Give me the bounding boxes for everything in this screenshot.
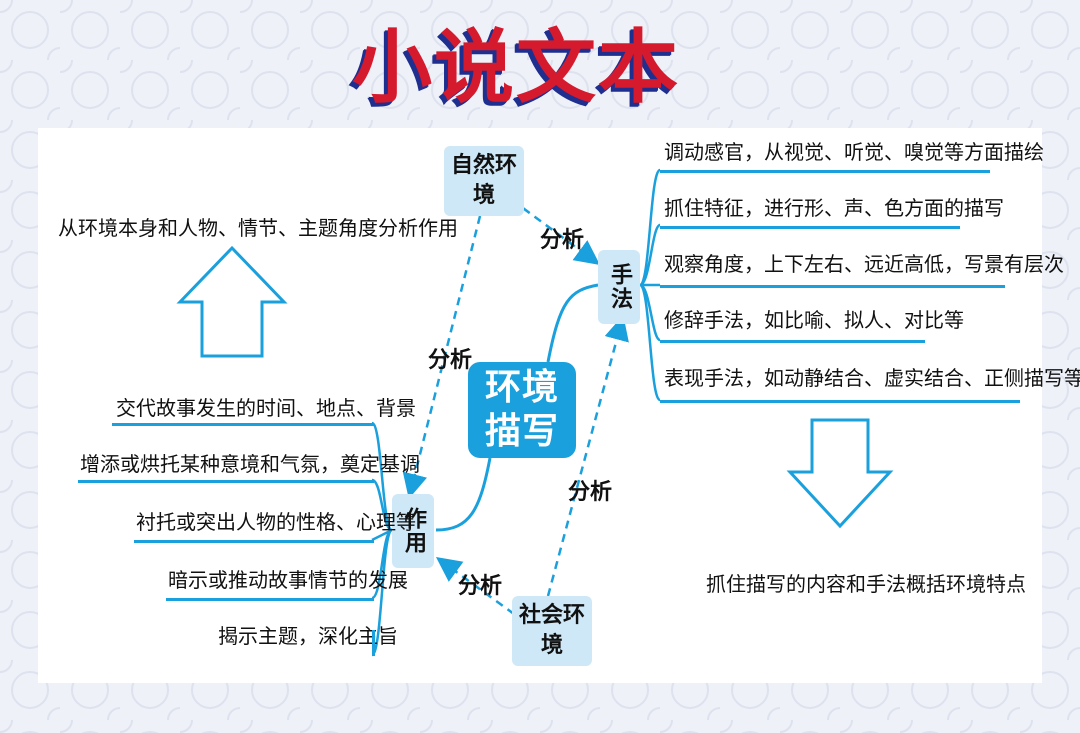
effect-item-underline [134, 540, 374, 543]
node-nature-label: 自然环境 [450, 153, 517, 208]
bracket-effect [370, 421, 394, 657]
edge-label-society-technique: 分析 [568, 480, 613, 505]
technique-summary: 抓住描写的内容和手法概括环境特点 [706, 572, 1026, 596]
effect-item-underline [166, 598, 374, 601]
hollow-down-arrow [786, 418, 894, 529]
edge-label-society-effect: 分析 [458, 574, 503, 599]
technique-item-underline [660, 226, 960, 229]
node-society: 社会环境 [512, 596, 592, 666]
technique-item: 表现手法，如动静结合、虚实结合、正侧描写等 [664, 366, 1080, 390]
effect-item: 暗示或推动故事情节的发展 [168, 568, 408, 592]
curve-center-to-technique [546, 283, 599, 363]
dash-nature-to-effect [402, 215, 482, 499]
edge-label-nature-effect: 分析 [428, 348, 473, 373]
curve-center-to-effect [435, 457, 492, 532]
node-effect-label: 作用 [401, 507, 426, 555]
edge-label-nature-technique: 分析 [540, 228, 585, 253]
node-technique: 手法 [598, 250, 640, 324]
technique-item-underline [660, 400, 1020, 403]
technique-item-underline [660, 170, 990, 173]
node-society-label: 社会环境 [518, 603, 585, 658]
technique-item: 抓住特征，进行形、声、色方面的描写 [664, 196, 1004, 220]
technique-item-underline [660, 285, 1005, 288]
technique-item: 修辞手法，如比喻、拟人、对比等 [664, 308, 964, 332]
effect-item: 衬托或突出人物的性格、心理等 [136, 510, 416, 534]
effect-summary: 从环境本身和人物、情节、主题角度分析作用 [58, 216, 458, 240]
effect-item: 揭示主题，深化主旨 [218, 624, 398, 648]
node-nature: 自然环境 [444, 146, 524, 216]
technique-item: 观察角度，上下左右、远近高低，写景有层次 [664, 252, 1064, 276]
dash-nature-to-technique [511, 198, 601, 265]
effect-item: 增添或烘托某种意境和气氛，奠定基调 [80, 452, 420, 476]
effect-item: 交代故事发生的时间、地点、背景 [116, 396, 416, 420]
node-technique-label: 手法 [607, 263, 632, 311]
center-label: 环境描写 [484, 367, 559, 452]
effect-item-underline [112, 423, 374, 426]
hollow-up-arrow [176, 245, 288, 358]
bracket-technique [638, 168, 662, 402]
effect-item-sideline [372, 630, 375, 656]
center-node: 环境描写 [468, 362, 576, 458]
dash-society-to-technique [546, 315, 629, 597]
technique-item: 调动感官，从视觉、听觉、嗅觉等方面描绘 [664, 140, 1044, 164]
technique-item-underline [660, 340, 925, 343]
dash-society-to-effect [435, 557, 515, 616]
effect-item-underline [78, 480, 374, 483]
node-effect: 作用 [392, 494, 434, 568]
